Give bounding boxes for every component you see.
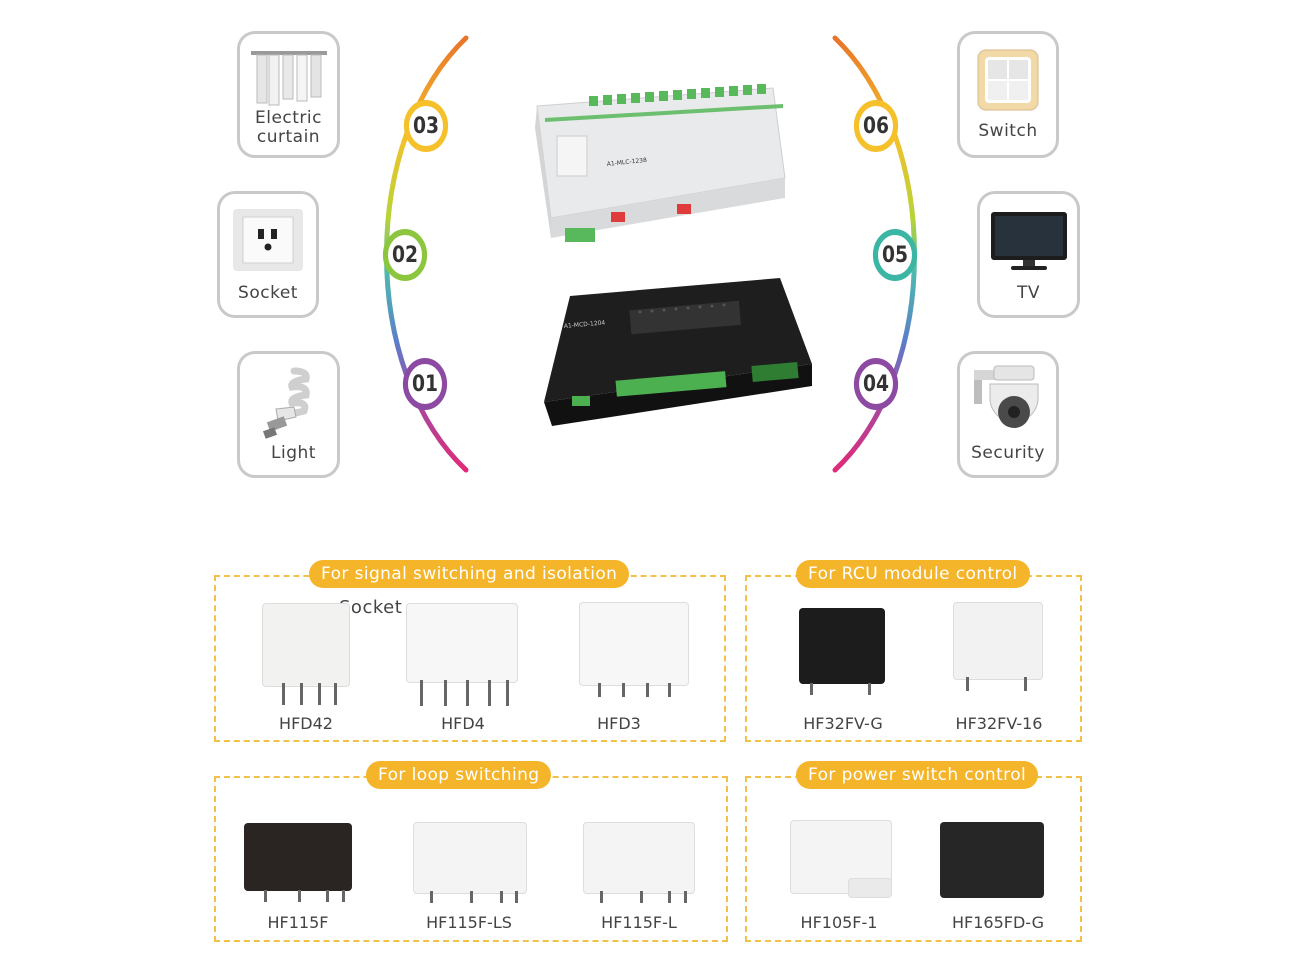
lighting-control-module-image: A1-MLC-1238 bbox=[535, 84, 786, 242]
step-05-badge: 05 bbox=[872, 229, 918, 281]
app-card-socket: Socket bbox=[217, 191, 319, 318]
step-01-badge: 01 bbox=[402, 358, 448, 410]
group-title-power: For power switch control bbox=[796, 761, 1039, 789]
app-label-light: Light bbox=[271, 443, 316, 463]
group-title-loop: For loop switching bbox=[366, 761, 552, 789]
curtain-icon bbox=[240, 44, 337, 114]
switch-icon bbox=[960, 44, 1056, 116]
relay-label-hfd3: HFD3 bbox=[597, 714, 641, 733]
relay-label-hf165fd-g: HF165FD-G bbox=[951, 913, 1045, 932]
app-label-security: Security bbox=[971, 443, 1045, 463]
socket-icon bbox=[220, 204, 316, 276]
relay-label-hf105f-1: HF105F-1 bbox=[800, 913, 878, 932]
step-04-badge: 04 bbox=[853, 358, 899, 410]
app-label-tv: TV bbox=[1016, 283, 1040, 303]
dimmer-module-image: A1-MCD-1204 bbox=[544, 278, 812, 426]
app-card-light: Light bbox=[237, 351, 340, 478]
app-label-switch: Switch bbox=[978, 121, 1038, 141]
app-label-electric-curtain: Electric curtain bbox=[255, 108, 322, 147]
relay-label-hfd42: HFD42 bbox=[279, 714, 333, 733]
security-camera-icon bbox=[960, 362, 1056, 442]
relay-label-hf115f-l: HF115F-L bbox=[601, 913, 677, 932]
relay-label-hf115f-ls: HF115F-LS bbox=[426, 913, 512, 932]
group-title-rcu: For RCU module control bbox=[796, 560, 1030, 588]
relay-label-hf115f: HF115F bbox=[267, 913, 329, 932]
step-03-badge: 03 bbox=[403, 100, 449, 152]
relay-label-hfd4: HFD4 bbox=[441, 714, 485, 733]
stray-socket-label: Socket bbox=[339, 597, 403, 618]
dimmer-label: A1-MCD-1204 bbox=[564, 319, 606, 330]
app-card-tv: TV bbox=[977, 191, 1080, 318]
app-card-switch: Switch bbox=[957, 31, 1059, 158]
relay-label-hf32fv-16: HF32FV-16 bbox=[955, 714, 1043, 733]
app-label-socket: Socket bbox=[238, 283, 298, 303]
light-bulb-icon bbox=[240, 364, 337, 444]
group-title-signal: For signal switching and isolation bbox=[309, 560, 630, 588]
app-card-electric-curtain: Electric curtain bbox=[237, 31, 340, 158]
module-label: A1-MLC-1238 bbox=[606, 157, 647, 168]
tv-icon bbox=[980, 208, 1077, 274]
step-02-badge: 02 bbox=[382, 229, 428, 281]
app-card-security: Security bbox=[957, 351, 1059, 478]
relay-label-hf32fv-g: HF32FV-G bbox=[803, 714, 883, 733]
step-06-badge: 06 bbox=[853, 100, 899, 152]
